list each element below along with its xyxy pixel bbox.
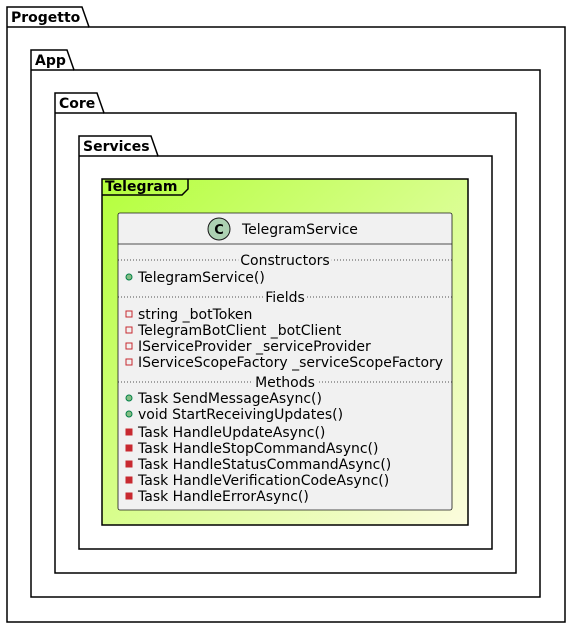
package-label-progetto: Progetto bbox=[11, 10, 81, 26]
private-visibility-icon bbox=[125, 358, 133, 366]
private-visibility-icon bbox=[125, 342, 133, 350]
member-method: Task SendMessageAsync() bbox=[137, 391, 322, 407]
member-field: string _botToken bbox=[138, 307, 252, 323]
private-visibility-icon bbox=[125, 428, 133, 436]
member-method: Task HandleStatusCommandAsync() bbox=[137, 457, 391, 473]
package-label-core: Core bbox=[59, 96, 95, 112]
package-services: Services bbox=[78, 135, 493, 550]
member-method: void StartReceivingUpdates() bbox=[138, 407, 343, 423]
private-visibility-icon bbox=[125, 326, 133, 334]
package-label-app: App bbox=[35, 53, 66, 69]
public-visibility-icon bbox=[125, 394, 133, 402]
section-title-methods: Methods bbox=[255, 375, 315, 391]
package-app: App bbox=[30, 49, 541, 598]
frame-label-telegram: Telegram bbox=[105, 179, 177, 195]
member-method: Task HandleUpdateAsync() bbox=[137, 425, 325, 441]
public-visibility-icon bbox=[125, 410, 133, 418]
package-core: Core bbox=[54, 92, 517, 574]
section-title-fields: Fields bbox=[265, 290, 305, 306]
member-method: Task HandleVerificationCodeAsync() bbox=[137, 473, 389, 489]
private-visibility-icon bbox=[125, 476, 133, 484]
member-constructor: TelegramService() bbox=[137, 270, 265, 286]
private-visibility-icon bbox=[125, 492, 133, 500]
member-field: TelegramBotClient _botClient bbox=[137, 323, 342, 339]
member-field: IServiceProvider _serviceProvider bbox=[138, 339, 371, 355]
member-field: IServiceScopeFactory _serviceScopeFactor… bbox=[138, 355, 443, 371]
package-label-services: Services bbox=[83, 139, 150, 155]
public-visibility-icon bbox=[125, 273, 133, 281]
member-method: Task HandleStopCommandAsync() bbox=[137, 441, 378, 457]
member-method: Task HandleErrorAsync() bbox=[137, 489, 309, 505]
private-visibility-icon bbox=[125, 460, 133, 468]
private-visibility-icon bbox=[125, 310, 133, 318]
class-name: TelegramService bbox=[241, 222, 358, 238]
package-progetto: Progetto bbox=[6, 6, 566, 623]
class-telegramservice: C TelegramService Constructors Fields Me… bbox=[117, 212, 453, 511]
section-title-constructors: Constructors bbox=[240, 253, 329, 269]
private-visibility-icon bbox=[125, 444, 133, 452]
class-stereotype-letter: C bbox=[214, 223, 224, 238]
class-stereotype-icon: C bbox=[207, 217, 231, 241]
